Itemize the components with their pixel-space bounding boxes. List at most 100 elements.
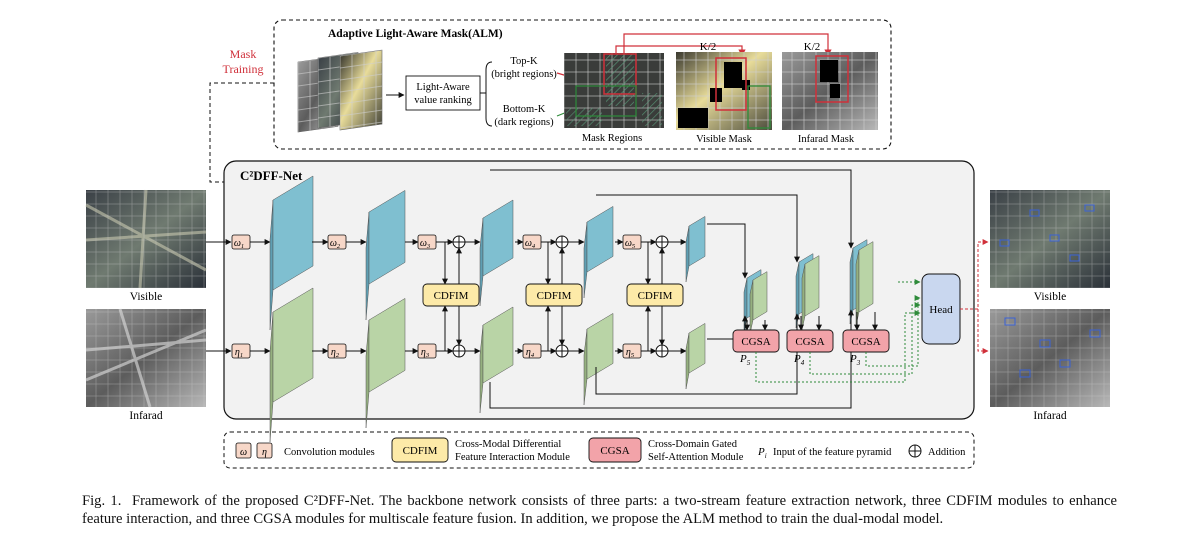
legend-cdfim-box bbox=[391, 437, 449, 463]
svg-text:η1: η1 bbox=[235, 347, 243, 359]
ranking-label-2: value ranking bbox=[414, 95, 472, 106]
infrared-k2-label: K/2 bbox=[804, 41, 821, 53]
cgsa-label: CGSA bbox=[741, 336, 770, 348]
figure-caption: Fig. 1. Framework of the proposed C²DFF-… bbox=[82, 492, 1117, 528]
svg-text:ω3: ω3 bbox=[420, 238, 431, 250]
cgsa-p4: CGSA bbox=[786, 329, 834, 353]
legend-cgsa-desc-2: Self-Attention Module bbox=[648, 452, 744, 463]
visible-input-label: Visible bbox=[130, 291, 163, 303]
add-i4 bbox=[555, 344, 569, 358]
cdfim-1: CDFIM bbox=[422, 283, 480, 307]
svg-text:η2: η2 bbox=[331, 347, 340, 359]
legend-box bbox=[223, 431, 975, 469]
add-v4 bbox=[555, 235, 569, 249]
legend-pi-desc: Input of the feature pyramid bbox=[773, 447, 892, 458]
svg-text:η3: η3 bbox=[421, 347, 430, 359]
svg-text:η: η bbox=[262, 447, 267, 458]
feature-map-v1 bbox=[269, 175, 314, 331]
mask-training-connector bbox=[209, 82, 274, 183]
pyramid-label-2: P4 bbox=[793, 353, 805, 367]
conv-eta-5: η5 bbox=[622, 343, 642, 359]
visible-mask-image bbox=[676, 52, 772, 130]
cdfim-2: CDFIM bbox=[525, 283, 583, 307]
feature-map-i3 bbox=[479, 306, 514, 414]
cdfim-label: CDFIM bbox=[638, 290, 673, 302]
c2dff-net-box bbox=[223, 160, 975, 420]
legend-pi-symbol: Pi bbox=[757, 446, 767, 460]
infrared-mask-label: Infarad Mask bbox=[798, 134, 855, 145]
fusion-stack-p5-green bbox=[749, 271, 768, 335]
svg-text:ω2: ω2 bbox=[330, 238, 341, 250]
feature-map-i4 bbox=[583, 312, 614, 406]
conv-omega-3: ω3 bbox=[417, 234, 437, 250]
caption-fig: Fig. 1. bbox=[82, 493, 122, 509]
alm-title: Adaptive Light-Aware Mask(ALM) bbox=[328, 28, 503, 40]
topk-label-2: (bright regions) bbox=[491, 69, 557, 80]
svg-text:η4: η4 bbox=[526, 347, 535, 359]
ranking-label-1: Light-Aware bbox=[416, 82, 470, 93]
cdfim-label: CDFIM bbox=[434, 290, 469, 302]
legend-cgsa-box bbox=[588, 437, 642, 463]
feature-map-v3 bbox=[479, 199, 514, 307]
pyramid-label-1: P5 bbox=[739, 353, 751, 367]
feature-map-v5 bbox=[685, 215, 706, 283]
legend-cdfim-desc-1: Cross-Modal Differential bbox=[455, 439, 561, 450]
feature-map-i1 bbox=[269, 287, 314, 443]
feature-map-v2 bbox=[365, 189, 406, 321]
bottomk-label-1: Bottom-K bbox=[503, 104, 546, 115]
infrared-input-image bbox=[85, 308, 207, 408]
topk-label-1: Top-K bbox=[510, 56, 538, 67]
add-v5 bbox=[655, 235, 669, 249]
visible-input-image bbox=[85, 189, 207, 289]
cgsa-p3: CGSA bbox=[842, 329, 890, 353]
conv-eta-2: η2 bbox=[327, 343, 347, 359]
add-v3 bbox=[452, 235, 466, 249]
conv-eta-3: η3 bbox=[417, 343, 437, 359]
visible-k2-label: K/2 bbox=[700, 41, 717, 53]
svg-text:ω: ω bbox=[240, 447, 247, 458]
svg-text:ω1: ω1 bbox=[234, 238, 244, 250]
alm-box bbox=[273, 19, 892, 150]
mask-regions-label: Mask Regions bbox=[582, 133, 642, 144]
cgsa-label: CGSA bbox=[795, 336, 824, 348]
conv-omega-4: ω4 bbox=[522, 234, 542, 250]
conv-omega-1: ω1 bbox=[231, 234, 251, 250]
mask-training-label-1: Mask bbox=[230, 47, 257, 61]
feature-map-v4 bbox=[583, 205, 614, 299]
svg-text:η5: η5 bbox=[626, 347, 635, 359]
legend-addition-icon bbox=[908, 444, 922, 458]
conv-omega-5: ω5 bbox=[622, 234, 642, 250]
fusion-stack-p3-green bbox=[855, 241, 874, 327]
legend-cdfim-desc-2: Feature Interaction Module bbox=[455, 452, 570, 463]
network-layer: ω1 η1 ω2 η2 ω3 η3 CDFIM ω4 η4 CDFIM ω5 η5 CDFIM CGSA P… bbox=[231, 169, 921, 443]
feature-map-i5 bbox=[685, 322, 706, 390]
visible-output-image bbox=[990, 190, 1110, 288]
conv-omega-2: ω2 bbox=[327, 234, 347, 250]
conv-eta-1: η1 bbox=[231, 343, 251, 359]
conv-eta-4: η4 bbox=[522, 343, 542, 359]
head-label: Head bbox=[929, 304, 953, 316]
visible-output-label: Visible bbox=[1034, 291, 1067, 303]
cdfim-3: CDFIM bbox=[626, 283, 684, 307]
bottomk-label-2: (dark regions) bbox=[494, 117, 554, 128]
svg-text:ω4: ω4 bbox=[525, 238, 536, 250]
legend-cgsa-desc-1: Cross-Domain Gated bbox=[648, 439, 738, 450]
infrared-output-label: Infarad bbox=[1033, 410, 1066, 422]
net-title: C²DFF-Net bbox=[240, 168, 303, 183]
svg-text:ω5: ω5 bbox=[625, 238, 636, 250]
fusion-stack-p4-green bbox=[801, 255, 820, 331]
infrared-input-label: Infarad bbox=[129, 410, 162, 422]
framework-diagram: Adaptive Light-Aware Mask(ALM) Mask Trai… bbox=[85, 19, 1110, 469]
alm-input-stack bbox=[297, 49, 383, 133]
add-i3 bbox=[452, 344, 466, 358]
ranking-box bbox=[405, 75, 481, 111]
legend-cdfim-label: CDFIM bbox=[403, 445, 438, 457]
pyramid-label-3: P3 bbox=[849, 353, 861, 367]
legend-cgsa-label: CGSA bbox=[600, 445, 629, 457]
add-i5 bbox=[655, 344, 669, 358]
cgsa-label: CGSA bbox=[851, 336, 880, 348]
mask-regions-image bbox=[564, 53, 664, 128]
legend-omega-box bbox=[235, 442, 252, 459]
caption-text: Framework of the proposed C²DFF-Net. The… bbox=[82, 493, 1117, 527]
cgsa-p5: CGSA bbox=[732, 329, 780, 353]
